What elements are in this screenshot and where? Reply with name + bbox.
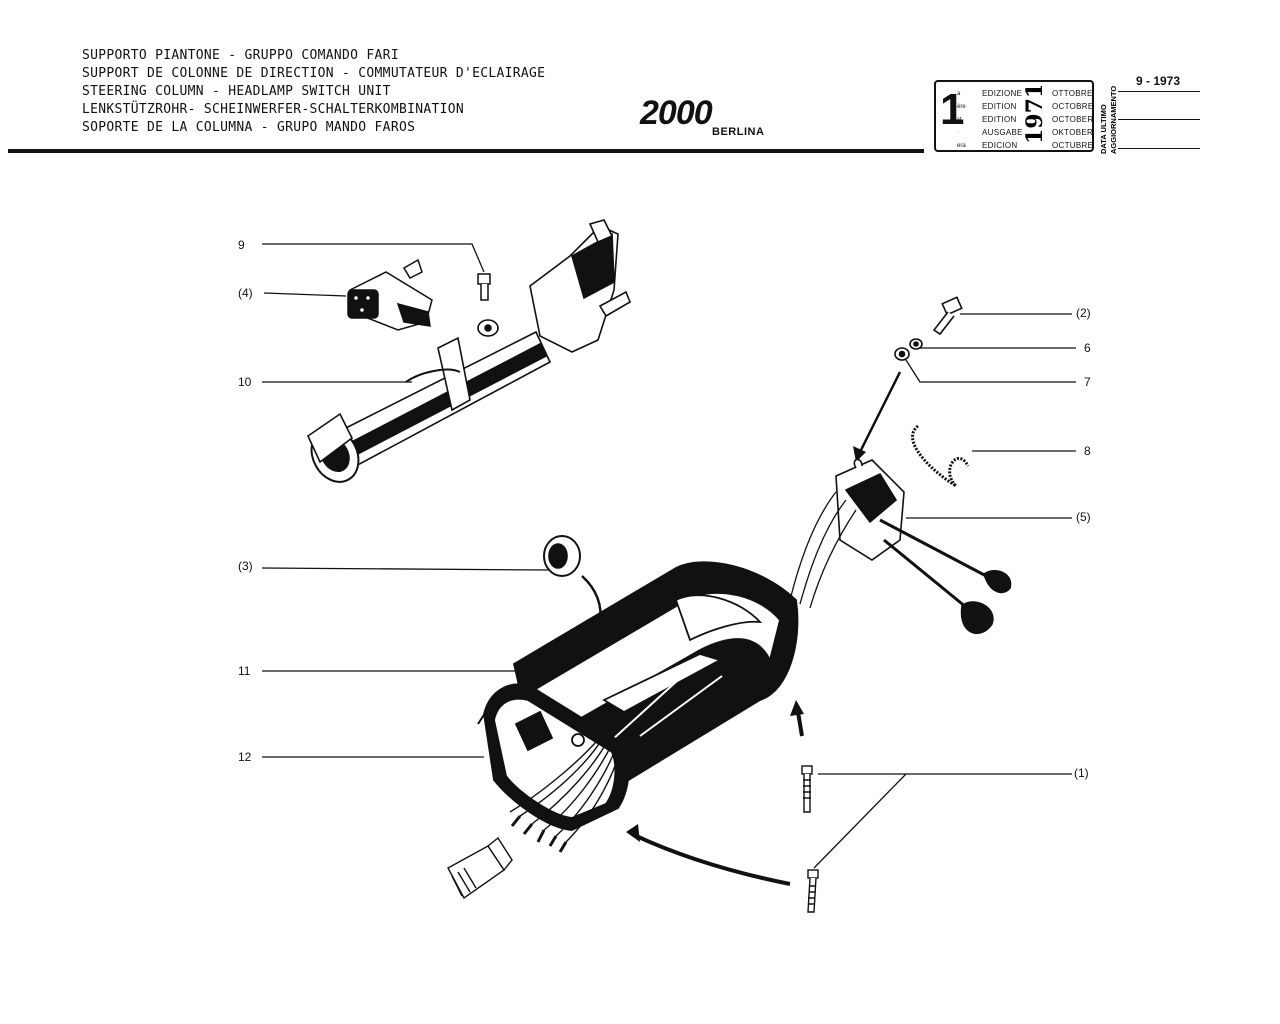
title-italian: SUPPORTO PIANTONE - GRUPPO COMANDO FARI: [82, 48, 399, 63]
edition-label: EDICION: [982, 141, 1018, 150]
last-update-label: DATA ULTIMO AGGIORNAMENTO: [1099, 86, 1118, 154]
edition-label: AUSGABE: [982, 128, 1023, 137]
part-9-screw: [477, 273, 491, 301]
part-7-nut: [894, 347, 910, 361]
last-update-label-2: AGGIORNAMENTO: [1109, 86, 1118, 154]
title-german: LENKSTÜTZROHR- SCHEINWERFER-SCHALTERKOMB…: [82, 102, 464, 117]
title-spanish: SOPORTE DE LA COLUMNA - GRUPO MANDO FARO…: [82, 120, 416, 135]
edition-months: OTTOBRE OCTOBRE OCTOBER OKTOBER OCTUBRE: [1052, 87, 1094, 152]
edition-month: OTTOBRE: [1052, 89, 1093, 98]
part-4-switch: [347, 258, 433, 331]
edition-label: EDIZIONE: [982, 89, 1023, 98]
title-english: STEERING COLUMN - HEADLAMP SWITCH UNIT: [82, 84, 391, 99]
last-update-label-1: DATA ULTIMO: [1099, 104, 1108, 154]
edition-suffix: st: [957, 117, 962, 123]
update-line: [1118, 148, 1200, 149]
leader-lines: [261, 243, 1076, 869]
model-subtitle: BERLINA: [712, 126, 765, 138]
update-line: [1118, 91, 1200, 92]
edition-month: OCTOBER: [1052, 115, 1094, 124]
edition-suffixes: a ère st · era: [957, 88, 966, 153]
part-2-bolt: [932, 296, 963, 336]
edition-suffix: ·: [957, 130, 959, 136]
callout-7: 7: [1084, 375, 1091, 389]
callout-12: 12: [238, 750, 252, 764]
callout-11: 11: [238, 664, 251, 678]
wiring-harness: [509, 735, 621, 853]
part-1-screws: [801, 765, 819, 913]
edition-year: 1971: [1022, 86, 1048, 144]
title-french: SUPPORT DE COLONNE DE DIRECTION - COMMUT…: [82, 66, 546, 81]
leader-7: [905, 359, 1076, 383]
leader-1: [813, 773, 1072, 869]
header-rule: [8, 149, 924, 153]
assembly-arrows: [581, 371, 902, 886]
edition-month: OCTUBRE: [1052, 141, 1094, 150]
edition-month: OCTOBRE: [1052, 102, 1094, 111]
leader-3: [261, 567, 549, 571]
callout-2: (2): [1076, 306, 1091, 320]
callout-3: (3): [238, 559, 253, 573]
edition-label: EDITION: [982, 115, 1017, 124]
title-block: SUPPORTO PIANTONE - GRUPPO COMANDO FARI …: [82, 47, 545, 137]
leader-9: [262, 243, 485, 273]
part-8-spring: [911, 424, 970, 488]
callout-6: 6: [1084, 341, 1091, 355]
part-6-washer: [909, 338, 923, 350]
callout-4: (4): [238, 286, 253, 300]
update-line: [1118, 119, 1200, 120]
edition-labels: EDIZIONE EDITION EDITION AUSGABE EDICION: [982, 87, 1023, 152]
callout-9: 9: [238, 238, 245, 252]
edition-suffix: era: [957, 143, 966, 149]
edition-label: EDITION: [982, 102, 1017, 111]
edition-suffix: a: [957, 91, 961, 97]
part-3-grommet: [543, 535, 581, 577]
edition-box: 1 a ère st · era EDIZIONE EDITION EDITIO…: [934, 80, 1094, 152]
edition-suffix: ère: [957, 104, 966, 110]
callout-5: (5): [1076, 510, 1091, 524]
steering-column-support: [306, 219, 631, 483]
leader-4: [263, 292, 347, 297]
edition-year-graphic: 1971: [1022, 86, 1048, 144]
sealant-tube: [447, 836, 513, 900]
callout-10: 10: [238, 375, 252, 389]
model-logo: 2000: [640, 94, 713, 132]
callout-1: (1): [1074, 766, 1089, 780]
callout-8: 8: [1084, 444, 1091, 458]
edition-number: 1: [940, 85, 965, 134]
last-update-date: 9 - 1973: [1136, 74, 1181, 88]
edition-month: OKTOBER: [1052, 128, 1094, 137]
part-5-headlamp-switch: [789, 458, 1012, 634]
